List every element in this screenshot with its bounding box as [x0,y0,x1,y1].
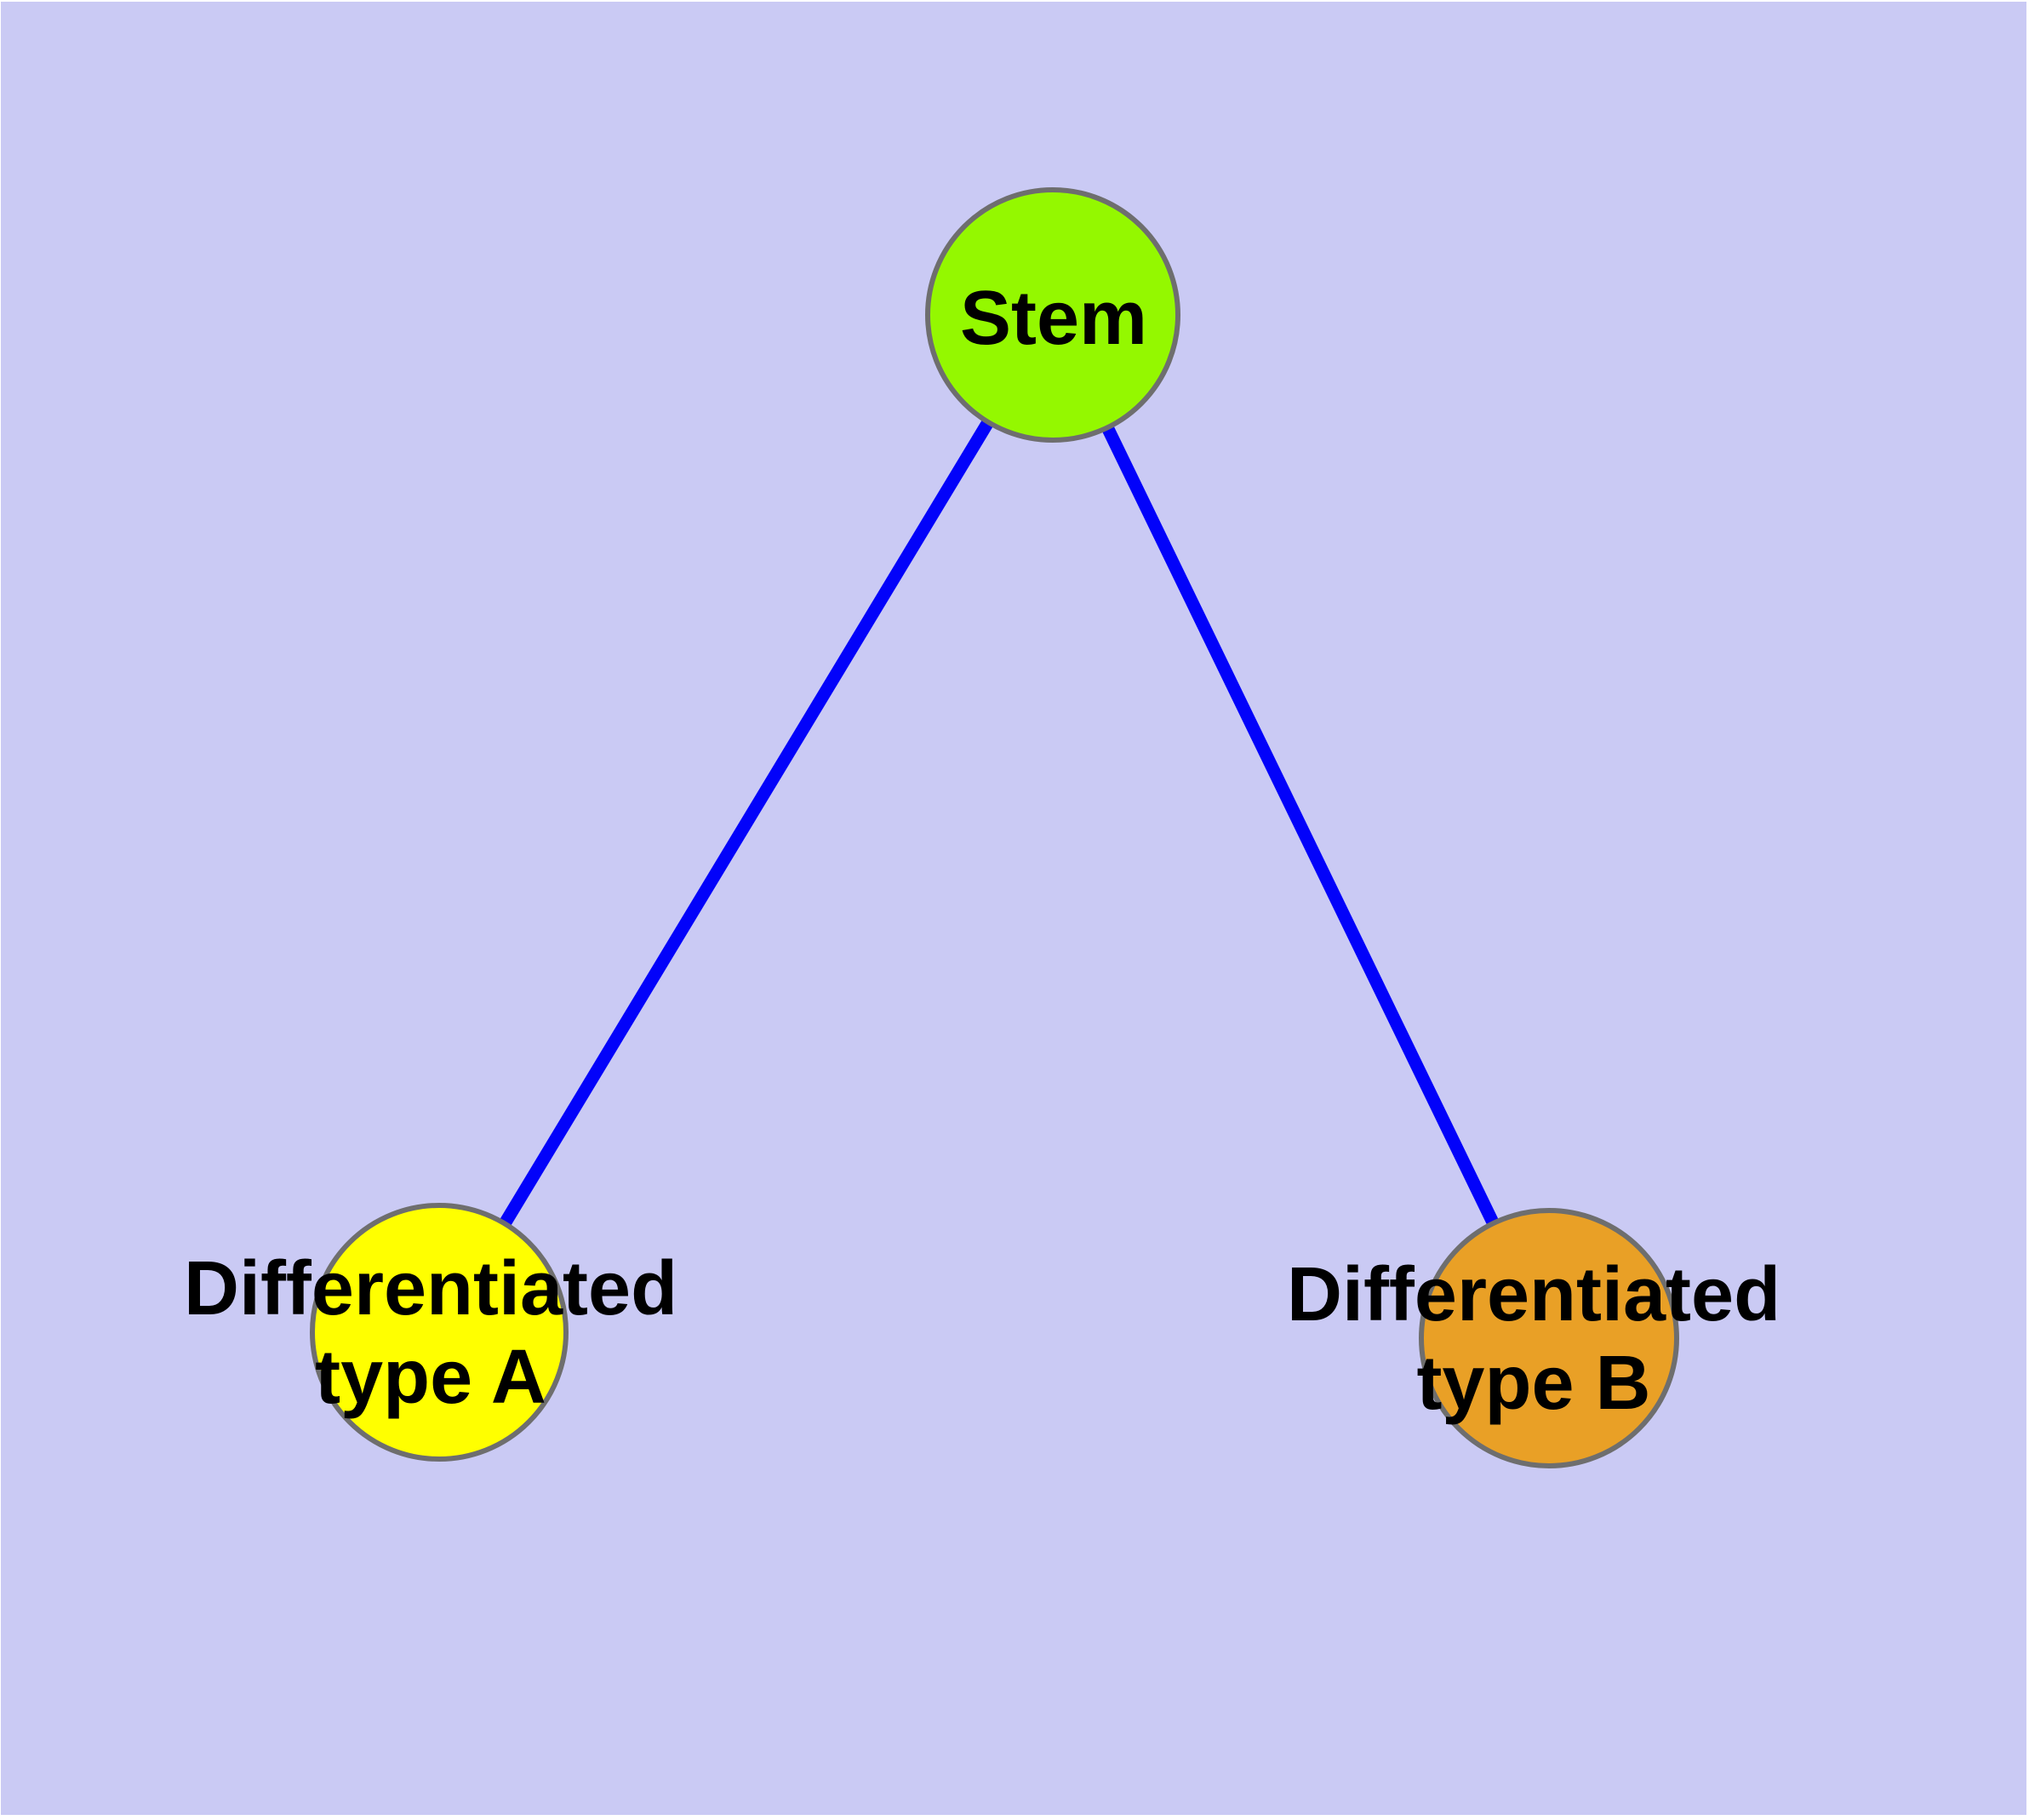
type-a-node-label: Differentiated type A [184,1245,677,1422]
type-a-node [310,1203,569,1462]
type-b-label-line1: Differentiated [1286,1252,1781,1337]
stem-node [925,187,1180,443]
type-a-label-line1: Differentiated [183,1246,678,1331]
type-b-node-label: Differentiated type B [1287,1251,1780,1428]
stem-label-text: Stem [959,276,1148,361]
type-b-node [1419,1208,1679,1468]
edge-stem-to-type-a [433,312,1059,1336]
type-a-label-line2: type A [315,1335,546,1420]
stem-node-label: Stem [960,274,1147,363]
type-b-label-line2: type B [1416,1341,1651,1426]
edge-stem-to-type-b [1047,312,1555,1342]
